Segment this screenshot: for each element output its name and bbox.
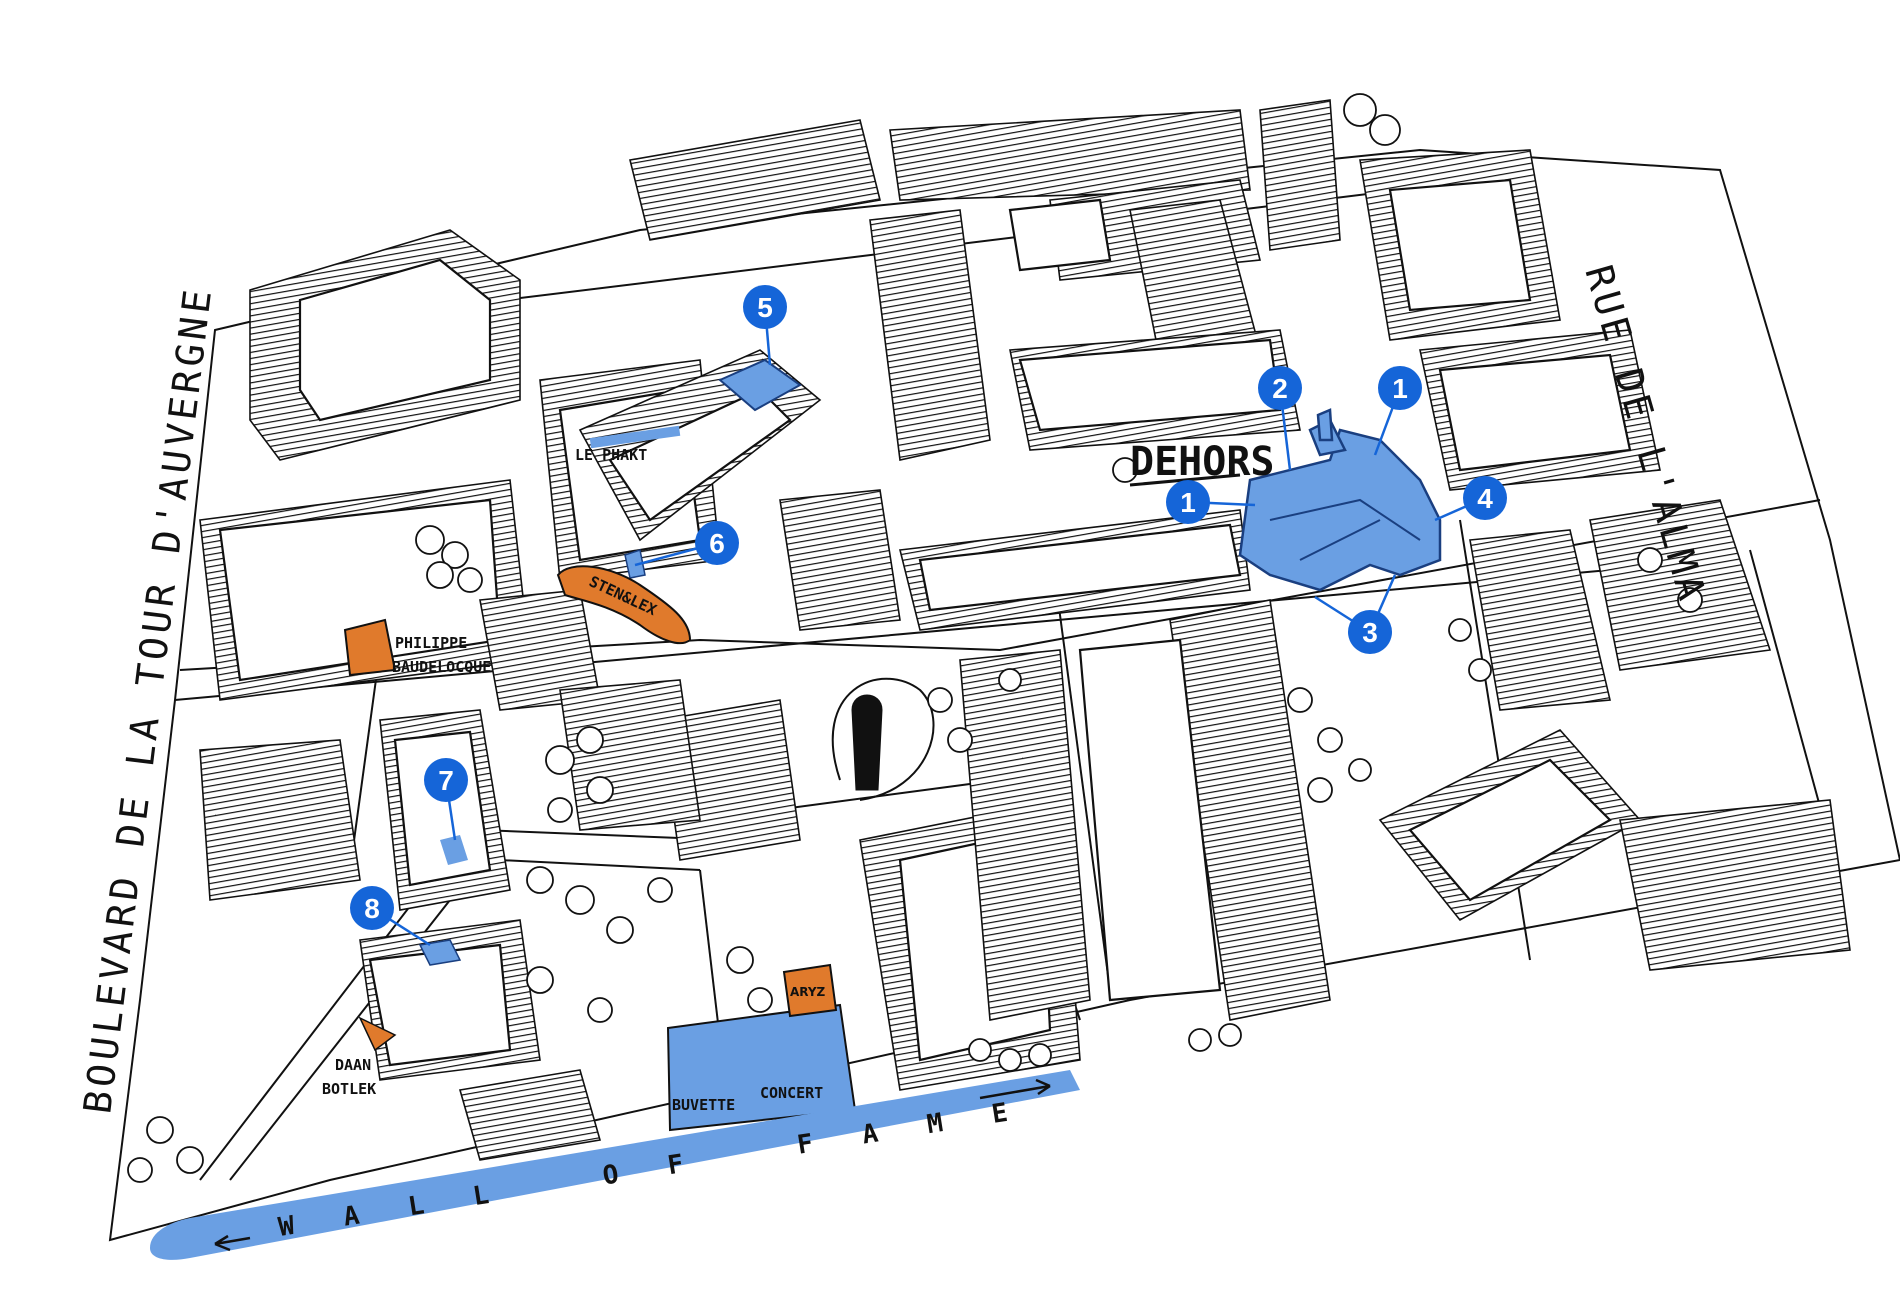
svg-text:3: 3 xyxy=(1362,617,1378,648)
svg-text:7: 7 xyxy=(438,765,454,796)
le-phakt-highlight xyxy=(589,425,681,449)
philippe-label: PHILIPPE xyxy=(395,634,467,652)
marker-3[interactable]: 3 xyxy=(1348,610,1392,654)
marker-2[interactable]: 2 xyxy=(1258,366,1302,410)
wall-of-fame-arrow-right xyxy=(979,1078,1051,1100)
svg-text:5: 5 xyxy=(757,292,773,323)
street-boulevard-tour-d-auvergne: BOULEVARD DE LA TOUR D'AUVERGNE xyxy=(75,284,220,1116)
svg-text:1: 1 xyxy=(1392,373,1408,404)
svg-text:1: 1 xyxy=(1180,487,1196,518)
sten-lex-mural[interactable] xyxy=(556,565,692,645)
buvette-label: BUVETTE xyxy=(672,1096,735,1114)
marker-1a[interactable]: 1 xyxy=(1378,366,1422,410)
dehors-underline xyxy=(1129,473,1241,487)
marker-7[interactable]: 7 xyxy=(424,758,468,802)
buildings xyxy=(199,99,1851,1161)
marker-5[interactable]: 5 xyxy=(743,285,787,329)
trees xyxy=(127,93,1703,1183)
aryz-label: ARYZ xyxy=(790,985,826,999)
marker-8[interactable]: 8 xyxy=(350,886,394,930)
philippe-baudelocque-mural[interactable] xyxy=(343,618,397,677)
marker-4[interactable]: 4 xyxy=(1463,476,1507,520)
baudelocque-label: BAUDELOCQUE xyxy=(392,658,491,676)
svg-text:6: 6 xyxy=(709,528,725,559)
aryz-mural[interactable] xyxy=(782,963,838,1018)
daan-botlek-mural[interactable] xyxy=(358,1016,397,1052)
dehors-building[interactable] xyxy=(1238,408,1442,592)
building-5-highlight[interactable] xyxy=(718,358,802,412)
building-8-highlight[interactable] xyxy=(418,939,462,966)
building-7-highlight[interactable] xyxy=(440,835,468,865)
svg-text:2: 2 xyxy=(1272,373,1288,404)
marker-6[interactable]: 6 xyxy=(695,521,739,565)
daan-label: DAAN xyxy=(335,1056,371,1074)
svg-text:8: 8 xyxy=(364,893,380,924)
svg-text:4: 4 xyxy=(1477,483,1493,514)
marker-1b[interactable]: 1 xyxy=(1166,480,1210,524)
wall-of-fame-band[interactable] xyxy=(150,1070,1080,1260)
botlek-label: BOTLEK xyxy=(322,1080,376,1098)
wall-of-fame-arrow-left xyxy=(214,1234,251,1252)
concert-label: CONCERT xyxy=(760,1084,823,1102)
le-phakt-label: LE PHAKT xyxy=(575,446,647,464)
